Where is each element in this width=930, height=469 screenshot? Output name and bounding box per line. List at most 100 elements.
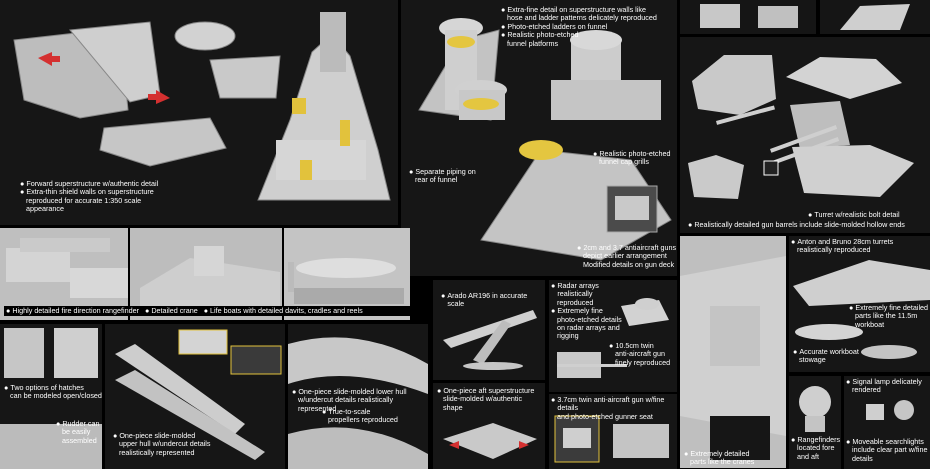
caption-line: Realistic photo-etched — [599, 149, 671, 158]
gun-mount-render — [680, 0, 816, 34]
caption-line: slide-molded w/authentic — [443, 394, 523, 404]
bullet: ● — [437, 386, 442, 395]
rudder-caption: ●Rudder can be easily assembled — [56, 419, 100, 445]
bullet: ● — [846, 437, 851, 446]
caption-line: stowage — [799, 355, 826, 365]
caption-line: be easily — [62, 427, 91, 437]
panel-radar: ●Radar arrays realistically reproduced ●… — [549, 280, 677, 392]
radar-caption-105: ●10.5cm twin anti-aircraft gun finely re… — [609, 341, 677, 367]
strip-caption: ● Highly detailed fire direction rangefi… — [4, 306, 418, 317]
caption-line: 3.7cm twin anti-aircraft gun w/fine deta… — [557, 395, 665, 413]
bullet: ● — [292, 387, 297, 396]
arado-caption: ●Arado AR196 in accurate scale — [441, 291, 545, 309]
caption-line: One-piece slide-molded — [119, 431, 196, 440]
panel-anton-bruno: ●Anton and Bruno 28cm turrets realistica… — [789, 236, 930, 372]
caption-line: rigging — [557, 331, 579, 341]
turret-render — [680, 37, 930, 233]
caption-line: appearance — [26, 204, 64, 214]
radar-render — [549, 280, 677, 392]
bullet: ● — [551, 395, 556, 404]
caption-line: Radar arrays realistically — [557, 281, 599, 299]
caption-line: Separate piping on — [415, 167, 476, 176]
caption-line: w/undercut details realistically represe… — [298, 395, 394, 413]
panel-ship-overview — [680, 236, 786, 468]
upper-hull-render — [105, 324, 285, 469]
rangefinder-part-render — [789, 376, 841, 469]
caption-line: shape — [443, 402, 463, 412]
panel-rangefinders: ●Rangefinders located fore and aft — [789, 376, 841, 469]
caption-line: workboat — [855, 319, 885, 329]
panel-aa-gun: ●3.7cm twin anti-aircraft gun w/fine det… — [549, 394, 677, 469]
bullet: ● — [501, 5, 506, 14]
funnel-caption-grills: ●Realistic photo-etched funnel cap grill… — [593, 149, 677, 167]
bullet: ● — [20, 179, 25, 188]
anton-render — [789, 236, 930, 372]
searchlight-render — [844, 376, 930, 469]
caption-line: and photo-etched gunner seat — [557, 411, 653, 421]
aa-gun-render — [549, 394, 677, 469]
caption-line: Realistic photo-etched — [507, 30, 579, 40]
bullet: ● — [551, 306, 556, 316]
caption-line: Detailed crane — [151, 306, 198, 315]
caption-line: finely reproduced — [615, 357, 671, 367]
bullet: ● — [791, 435, 796, 444]
searchlight-caption: ●Moveable searchlights include clear par… — [846, 437, 930, 463]
bullet: ● — [609, 341, 614, 350]
caption-line: on radar arrays and — [557, 323, 620, 333]
ship-overview-render — [680, 236, 786, 468]
bullet: ● — [791, 237, 796, 246]
barrel-caption: ●Realistically detailed gun barrels incl… — [688, 220, 930, 229]
upper-hull-caption: ●One-piece slide-molded upper hull w/und… — [113, 431, 283, 457]
caption-line: upper hull w/undercut details — [119, 439, 211, 449]
bullet: ● — [56, 419, 61, 428]
caption-line: anti-aircraft gun — [615, 349, 665, 359]
bullet: ● — [441, 291, 446, 300]
caption-line: reproduced for accurate 1:350 scale — [26, 195, 142, 205]
bullet: ● — [501, 21, 506, 31]
bullet: ● — [793, 347, 798, 356]
caption-line: Moveable searchlights — [852, 437, 924, 446]
caption-line: Extra-fine detail on superstructure wall… — [507, 5, 646, 14]
rangefinder-render — [0, 228, 128, 320]
caption-line: Signal lamp delicately — [852, 377, 922, 386]
caption-line: rear of funnel — [415, 175, 458, 185]
bullet: ● — [551, 281, 556, 290]
caption-line: Arado AR196 in accurate scale — [447, 291, 528, 309]
caption-line: Anton and Bruno 28cm turrets — [797, 237, 894, 246]
panel-turrets: ●Turret w/realistic bolt detail ●Realist… — [680, 37, 930, 233]
workboat-caption: ●Extremely fine detailed parts like the … — [849, 303, 929, 329]
caption-line: photo-etched details — [557, 314, 622, 324]
caption-line: reproduced — [557, 297, 594, 307]
panel-forward-superstructure: ●Forward superstructure w/authentic deta… — [0, 0, 398, 225]
panel-rangefinder — [0, 228, 128, 320]
bullet: ● — [113, 431, 118, 440]
aft-caption: ●One-piece aft superstructure slide-mold… — [437, 386, 545, 412]
caption-line: can be modeled open/closed — [10, 391, 102, 401]
caption-line: located fore — [797, 443, 835, 453]
bullet: ● — [409, 167, 414, 176]
hatches-caption: ●Two options of hatches can be modeled o… — [4, 383, 102, 401]
caption-line: 10.5cm twin — [615, 341, 654, 350]
caption-line: Accurate workboat — [799, 347, 859, 356]
caption-line: funnel platforms — [507, 38, 559, 48]
caption-line: assembled — [62, 435, 97, 445]
bullet: ● — [846, 377, 851, 386]
caption-line: Extremely fine — [557, 306, 603, 316]
panel-hatches: ●Two options of hatches can be modeled o… — [0, 324, 102, 469]
caption-line: include clear part w/fine — [852, 445, 928, 455]
panel-top-right-parts — [680, 0, 816, 34]
bullet: ● — [6, 306, 11, 315]
radar-caption-arrays: ●Radar arrays realistically reproduced ●… — [551, 281, 631, 341]
turret-caption: ●Turret w/realistic bolt detail — [808, 210, 930, 219]
caption-line: Rudder can — [62, 419, 100, 428]
crane-render — [130, 228, 282, 320]
caption-line: True-to-scale — [328, 407, 371, 416]
caption-line: rendered — [852, 385, 881, 395]
bullet: ● — [849, 303, 854, 312]
lower-hull-render — [288, 324, 428, 469]
panel-signal-lamp: ●Signal lamp delicately rendered ●Moveab… — [844, 376, 930, 469]
caption-line: Turret w/realistic bolt detail — [814, 210, 900, 219]
caption-line: propellers reproduced — [328, 415, 398, 425]
bullet: ● — [20, 187, 25, 197]
funnel-caption-hose: ●Extra-fine detail on superstructure wal… — [501, 5, 676, 48]
